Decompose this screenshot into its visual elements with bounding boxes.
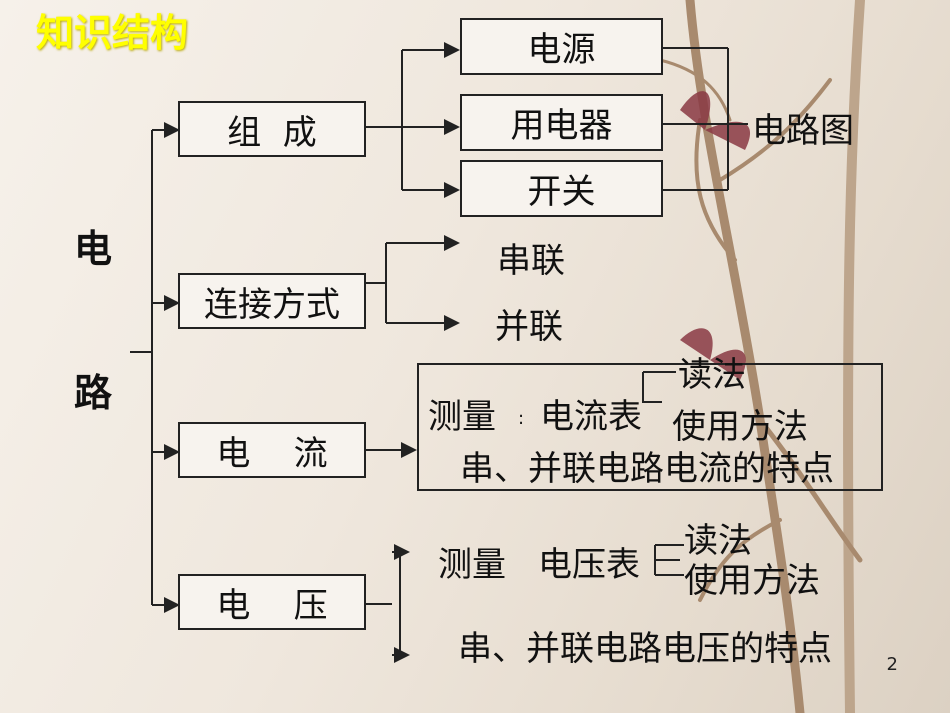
voltmeter-label: 电压表 [538,545,640,585]
circuit-diagram-label: 电路图 [752,111,854,151]
part-switch-label: 开关 [527,172,596,212]
category-connection: 连接方式 [178,273,366,329]
category-voltage: 电 压 [178,574,366,630]
current-measure-label: 测量 [428,397,496,437]
category-connection-label: 连接方式 [204,284,340,325]
root-char-1: 电 [74,227,113,271]
part-appliance: 用电器 [460,94,663,151]
page-number: 2 [886,654,898,675]
voltage-reading-method: 读法 [684,521,752,561]
category-current-label: 电 流 [216,433,328,474]
page-title: 知识结构 [36,11,189,55]
current-detail-box [417,363,883,491]
current-colon: : [518,408,525,429]
root-char-2: 路 [74,371,113,415]
parallel-label: 并联 [495,307,563,347]
ammeter-label: 电流表 [540,397,642,437]
current-reading-method: 读法 [678,355,746,395]
part-power-source: 电源 [460,18,663,75]
current-feature: 串、并联电路电流的特点 [460,449,834,489]
category-current: 电 流 [178,422,366,478]
voltage-measure-label: 测量 [438,545,506,585]
category-composition: 组 成 [178,101,366,157]
part-switch: 开关 [460,160,663,217]
category-composition-label: 组 成 [227,112,317,153]
current-usage-method: 使用方法 [672,407,808,447]
category-voltage-label: 电 压 [216,585,328,626]
part-appliance-label: 用电器 [510,106,613,146]
part-power-source-label: 电源 [527,30,596,70]
series-label: 串联 [497,241,565,281]
voltage-usage-method: 使用方法 [684,561,820,601]
voltage-feature: 串、并联电路电压的特点 [458,629,832,669]
